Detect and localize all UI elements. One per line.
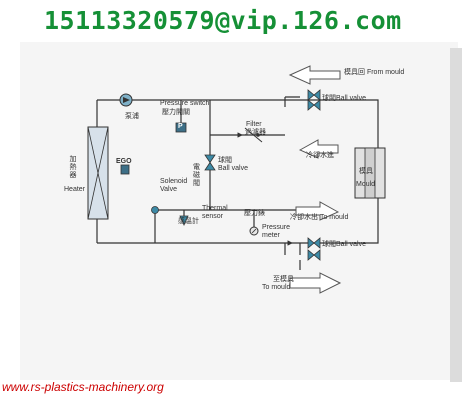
thermal-sensor-label-cn: 感溫計	[178, 218, 199, 225]
website-link[interactable]: www.rs-plastics-machinery.org	[2, 380, 164, 394]
mould-label-cn: 模具	[359, 168, 373, 175]
pump-icon	[119, 93, 133, 107]
ball-valve-mid-label-cn: 球閥	[218, 157, 232, 164]
ball-valve-mid-label-en: Ball valve	[218, 165, 248, 172]
mould-icon	[354, 147, 386, 199]
to-mould-label-en: To mould	[262, 284, 291, 291]
solenoid-label-en: Solenoid Valve	[160, 178, 188, 193]
from-mould-top-label: 模具回 From mould	[344, 69, 405, 76]
pressure-meter-icon	[249, 226, 259, 236]
solenoid-label-cn: 電磁閥	[193, 164, 200, 187]
heater-block	[87, 126, 109, 220]
flow-arrows	[288, 65, 342, 294]
pump-label: 泵浦	[125, 113, 139, 120]
thermal-sensor-label-en: Thermal sensor	[202, 205, 228, 220]
heater-label-cn: 加熱器	[69, 156, 77, 179]
mould-label-en: Mould	[356, 181, 376, 188]
ball-valve-bottom-label: 球閥Ball valve	[322, 241, 366, 248]
ball-valve-mid-icon	[204, 154, 216, 171]
pressure-switch-icon	[175, 122, 187, 133]
cooling-water-in-label: 冷卻水進	[306, 152, 334, 159]
to-mould-label-cn: 至模具	[273, 276, 294, 283]
contact-banner: 15113320579@vip.126.com	[44, 6, 402, 35]
thermal-sensor-icon	[179, 215, 189, 226]
from-mould-arrow	[288, 65, 341, 85]
cooling-water-out-arrow	[295, 201, 340, 221]
pressure-meter-label-en: Pressure meter	[262, 224, 291, 239]
pressure-meter-label-cn: 壓力錶	[244, 210, 265, 217]
pipe-direction-markers	[230, 132, 293, 246]
heater-label-en: Heater	[64, 186, 86, 193]
cooling-water-out-label: 冷卻水出 To mould	[290, 214, 349, 221]
ball-valve-bottom-icon	[307, 237, 321, 261]
filter-icon	[244, 127, 263, 143]
to-mould-arrow	[289, 272, 342, 294]
ego-icon	[120, 164, 130, 175]
paper-shadow	[450, 48, 462, 382]
pressure-switch-symbol: P	[178, 123, 183, 130]
ego-label: EGO	[116, 158, 132, 165]
cooling-water-in-arrow	[298, 139, 339, 159]
ball-valve-top-icon	[307, 89, 321, 111]
filter-label-en: Filter	[246, 121, 262, 128]
pressure-switch-label-en: Pressure switch	[160, 100, 210, 107]
ball-valve-top-label: 球閥Ball valve	[322, 95, 366, 102]
pressure-switch-label-cn: 壓力開關	[162, 109, 190, 116]
filter-label-cn: 過濾器	[245, 129, 266, 136]
solenoid-valve-icon	[151, 206, 159, 214]
